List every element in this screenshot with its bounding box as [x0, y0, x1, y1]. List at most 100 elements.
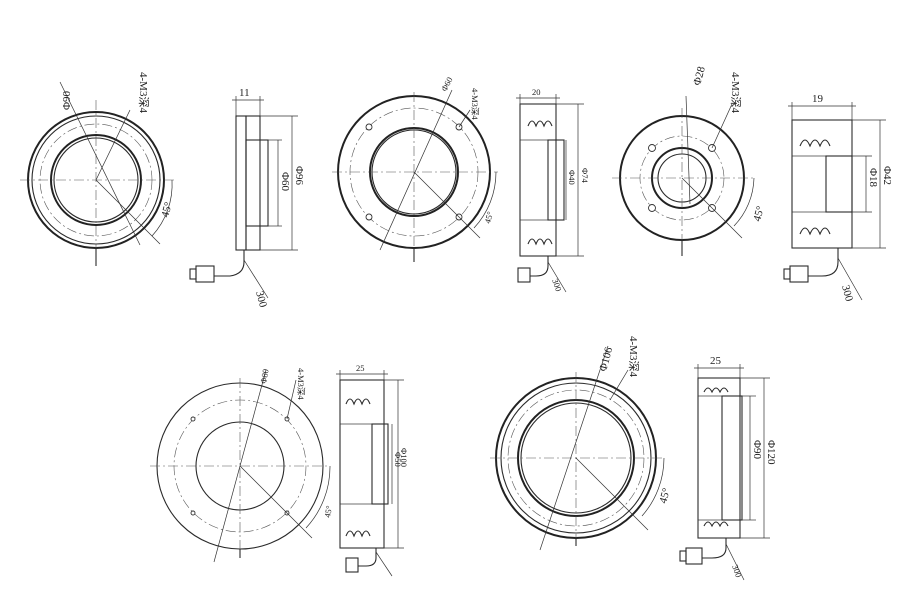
light-5-outer-label: Φ120: [765, 440, 777, 465]
light-1-hole-leader: [95, 109, 131, 181]
light-4-angle-label: 45°: [322, 505, 334, 518]
light-3-angle-line: [681, 177, 743, 239]
light-1-body: [245, 115, 261, 251]
light-2-hole-leader: [458, 109, 471, 128]
light-2-cable: [530, 256, 549, 277]
light-5-cable-label: 300: [730, 563, 744, 578]
light-5-holes-label: 4-M3深4: [627, 336, 640, 377]
light-5-connector: [685, 547, 703, 565]
light-3-side-view: 19 Φ42 Φ18 300: [783, 93, 893, 304]
light-5-side-view: 25 Φ120 Φ90 300: [679, 355, 777, 581]
light-3-holes-label: 4-M3深4: [729, 72, 742, 113]
light-3-led-coil-top: [799, 139, 831, 148]
light-1-cable-label: 300: [253, 290, 269, 310]
light-4-inner-label: Φ50: [393, 452, 403, 467]
light-2-inner-label: Φ40: [567, 170, 577, 185]
light-4-led-coil-bottom: [345, 530, 371, 538]
light-1-cable: [214, 250, 245, 277]
light-5-top-section: [697, 377, 741, 397]
light-5-cable: [702, 538, 727, 559]
light-5-front-view: Φ106 4-M3深4 45°: [490, 336, 673, 551]
light-3-inner-label: Φ18: [867, 168, 879, 188]
light-2-outer-label: Φ74: [580, 168, 590, 183]
light-3-connector: [789, 265, 809, 283]
light-3-outer-label: Φ42: [881, 166, 893, 185]
light-4-holes-label: 4-M3深4: [296, 368, 306, 400]
light-1-holes-label: 4-M3深4: [137, 72, 150, 113]
light-3-outer-dia-label: Φ28: [691, 65, 708, 87]
light-2-dia-leader: [379, 89, 453, 251]
light-3-connector-tip: [783, 268, 791, 280]
light-3-led-coil-bottom: [799, 227, 831, 236]
light-2-angle-label: 45°: [482, 210, 495, 224]
light-4-top-section: [339, 379, 385, 425]
light-1-body-section: [235, 115, 247, 251]
light-4-front-view: Φ80 4-M3深4 45°: [150, 368, 334, 563]
light-5-hole-leader: [609, 369, 629, 401]
light-2-holes-label: 4-M3深4: [470, 88, 480, 120]
light-3-bottom-section: [791, 211, 853, 249]
light-5-thickness-label: 25: [710, 355, 722, 367]
light-4-mount-hole: [190, 416, 196, 422]
light-4-outer-label: Φ100: [399, 448, 409, 467]
light-2-side-view: 20 Φ74 Φ40 300: [516, 87, 590, 293]
light-5-angle-arc: [641, 457, 665, 517]
light-3-angle-arc: [733, 177, 755, 227]
light-2-led-coil-top: [527, 120, 553, 128]
light-3-thickness-label: 19: [812, 93, 824, 105]
light-2-outer-dia-label: Φ60: [439, 75, 455, 93]
light-2-led-coil-bottom: [527, 238, 553, 246]
light-1-connector: [195, 265, 215, 283]
light-5-connector-tip: [679, 550, 687, 562]
light-4-led-coil-top: [345, 398, 371, 406]
light-3-mount-hole: [648, 204, 656, 212]
light-5-angle-label: 45°: [657, 487, 673, 505]
light-2-front-view: Φ60 4-M3深4 45°: [332, 75, 498, 262]
light-4-cable-dim: [375, 551, 393, 577]
light-4-thickness-label: 25: [356, 363, 365, 373]
light-5-cable-dim: [725, 543, 745, 581]
light-3-body: [791, 119, 853, 249]
light-2-cable-dim: [547, 261, 567, 293]
light-3-mount-hole: [648, 144, 656, 152]
light-5-outer-dia-label: Φ106: [597, 345, 615, 372]
light-3-cable-dim: [837, 257, 863, 301]
light-1-front-view: Φ90 4-M3深4 45°: [20, 72, 175, 266]
light-3-inner-bore: [825, 155, 853, 213]
light-1-dia-leader: [59, 81, 141, 246]
light-4-angle-line: [239, 465, 313, 539]
light-5-led-coil-top: [703, 387, 729, 394]
light-5-dia-leader: [539, 345, 609, 551]
light-2-connector: [517, 267, 531, 283]
light-4-connector: [345, 557, 359, 573]
light-4-bottom-section: [339, 503, 385, 549]
light-1-outer-label: Φ96: [293, 166, 305, 186]
light-2-angle-line: [413, 171, 481, 239]
light-5-inner-label: Φ90: [751, 440, 763, 460]
light-4-outer-dia-label: Φ80: [258, 368, 270, 384]
light-1-connector-tip: [189, 268, 197, 280]
light-2-body: [519, 103, 557, 257]
light-5-bottom-section: [697, 519, 741, 539]
light-1-inner-bore: [245, 139, 269, 227]
light-1-side-view: 11 Φ96 Φ60 300: [189, 87, 305, 310]
light-4-mount-hole: [190, 510, 196, 516]
light-2-mount-hole: [365, 123, 373, 131]
light-2-top-section: [519, 103, 557, 141]
light-5-ring-edge: [500, 382, 652, 534]
light-4-cable: [358, 548, 377, 567]
light-2-angle-arc: [473, 171, 497, 229]
light-5-led-coil-bottom: [703, 521, 729, 528]
light-3-hole-leader: [711, 103, 733, 149]
light-1-outer-dia-label: Φ90: [61, 90, 73, 110]
light-1-angle-label: 45°: [159, 201, 175, 219]
light-1-inner-label: Φ60: [279, 172, 291, 192]
light-2-cable-label: 300: [550, 277, 564, 292]
light-3-cable-label: 300: [839, 284, 855, 304]
light-5-angle-line: [575, 457, 649, 531]
light-1-cable-dim: [243, 259, 269, 299]
light-5-inner-bore: [721, 395, 743, 521]
light-3-angle-label: 45°: [751, 205, 767, 223]
light-5-body: [697, 377, 741, 539]
